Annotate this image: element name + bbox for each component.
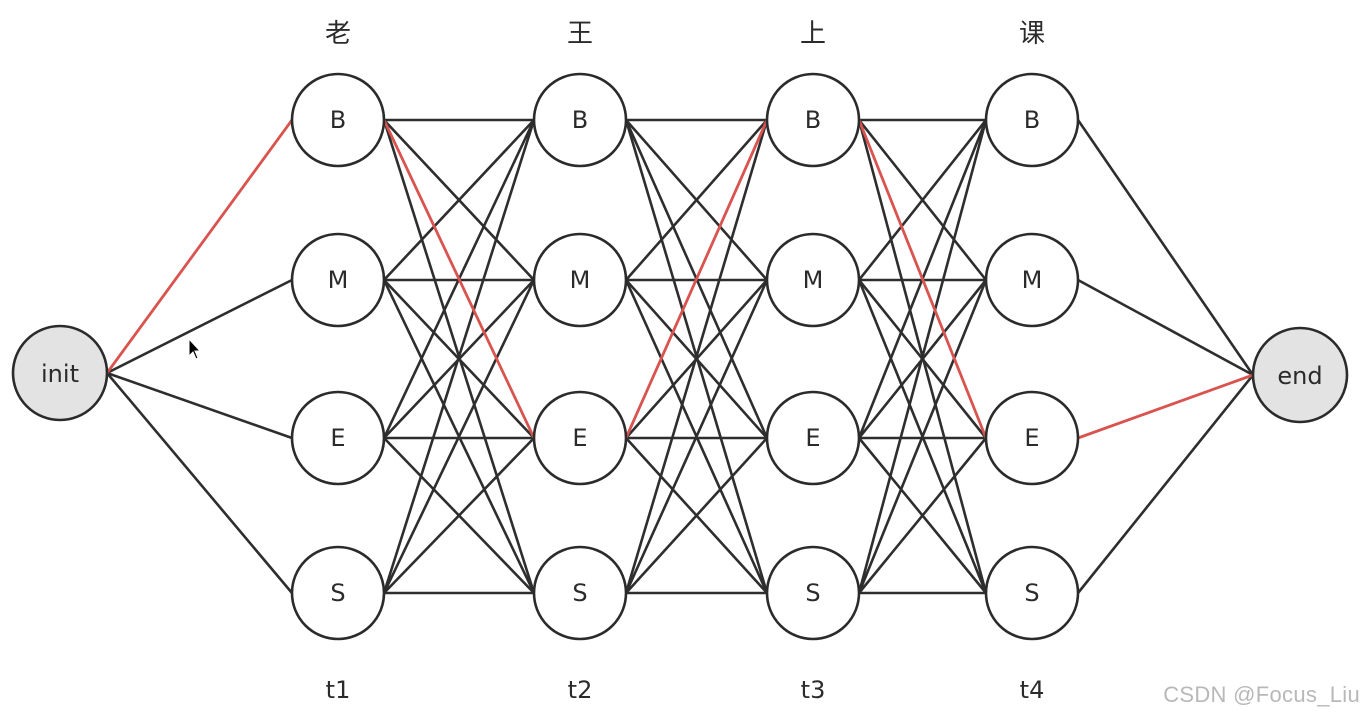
- edge-t2-S-M: [624, 278, 769, 595]
- edge-t2-M-B: [624, 118, 769, 282]
- state-node-t2-B: B: [532, 72, 628, 168]
- edge-init-M: [105, 278, 294, 375]
- state-node-t1-M: M: [290, 232, 386, 328]
- init-node: init: [11, 324, 109, 422]
- state-node-t2-S: S: [532, 545, 628, 641]
- state-node-t1-B: B: [290, 72, 386, 168]
- state-node-t3-M: M: [765, 232, 861, 328]
- state-label: B: [330, 106, 346, 134]
- watermark-text: CSDN @Focus_Liu: [1163, 682, 1360, 707]
- state-node-t2-E: E: [532, 390, 628, 486]
- best-path-edge-init: [105, 118, 294, 375]
- best-path-edge-t2: [624, 118, 769, 440]
- edge-t2-S-B: [624, 118, 769, 595]
- edge-t1-M-B: [382, 118, 536, 282]
- state-label: E: [805, 424, 820, 452]
- state-label: M: [328, 266, 349, 294]
- state-label: M: [570, 266, 591, 294]
- state-label: M: [803, 266, 824, 294]
- state-node-t1-E: E: [290, 390, 386, 486]
- edge-B-end: [1076, 118, 1255, 377]
- time-step-label: t1: [326, 676, 351, 704]
- state-label: M: [1022, 266, 1043, 294]
- state-node-t1-S: S: [290, 545, 386, 641]
- state-label: E: [1024, 424, 1039, 452]
- end-node: end: [1251, 326, 1349, 424]
- edges-layer: [105, 118, 1255, 595]
- best-path-edge-t3: [857, 118, 988, 440]
- state-label: S: [572, 579, 587, 607]
- state-node-t2-M: M: [532, 232, 628, 328]
- state-label: S: [330, 579, 345, 607]
- edge-t3-M-B: [857, 118, 988, 282]
- state-node-t4-S: S: [984, 545, 1080, 641]
- edge-t1-S-E: [382, 436, 536, 595]
- time-step-label: t2: [568, 676, 593, 704]
- end-node-label: end: [1277, 362, 1322, 390]
- state-label: S: [1024, 579, 1039, 607]
- best-path-edge-t1: [382, 118, 536, 440]
- edge-t3-S-B: [857, 118, 988, 595]
- character-label: 老: [325, 19, 351, 49]
- state-node-t3-E: E: [765, 390, 861, 486]
- state-node-t4-B: B: [984, 72, 1080, 168]
- state-label: E: [572, 424, 587, 452]
- state-label: B: [805, 106, 821, 134]
- character-label: 王: [567, 19, 593, 49]
- edge-t3-S-E: [857, 436, 988, 595]
- state-node-t4-M: M: [984, 232, 1080, 328]
- edge-init-S: [105, 371, 294, 595]
- state-node-t4-E: E: [984, 390, 1080, 486]
- edge-S-end: [1076, 373, 1255, 595]
- state-node-t3-S: S: [765, 545, 861, 641]
- character-label: 课: [1019, 19, 1045, 49]
- labels-layer: 老 t1 王 t2 上 t3 课 t4: [325, 19, 1045, 704]
- state-node-t3-B: B: [765, 72, 861, 168]
- state-label: B: [1024, 106, 1040, 134]
- edge-M-end: [1076, 278, 1255, 377]
- character-label: 上: [800, 19, 826, 49]
- edge-t2-S-E: [624, 436, 769, 595]
- edge-init-E: [105, 371, 294, 440]
- edge-t1-S-B: [382, 118, 536, 595]
- state-label: E: [330, 424, 345, 452]
- time-step-label: t4: [1020, 676, 1045, 704]
- time-step-label: t3: [801, 676, 826, 704]
- mouse-pointer-icon: [188, 337, 202, 366]
- state-label: S: [805, 579, 820, 607]
- best-path-edge-end: [1076, 373, 1255, 440]
- edge-t3-S-M: [857, 278, 988, 595]
- state-label: B: [572, 106, 588, 134]
- edge-t1-S-M: [382, 278, 536, 595]
- init-node-label: init: [41, 360, 79, 388]
